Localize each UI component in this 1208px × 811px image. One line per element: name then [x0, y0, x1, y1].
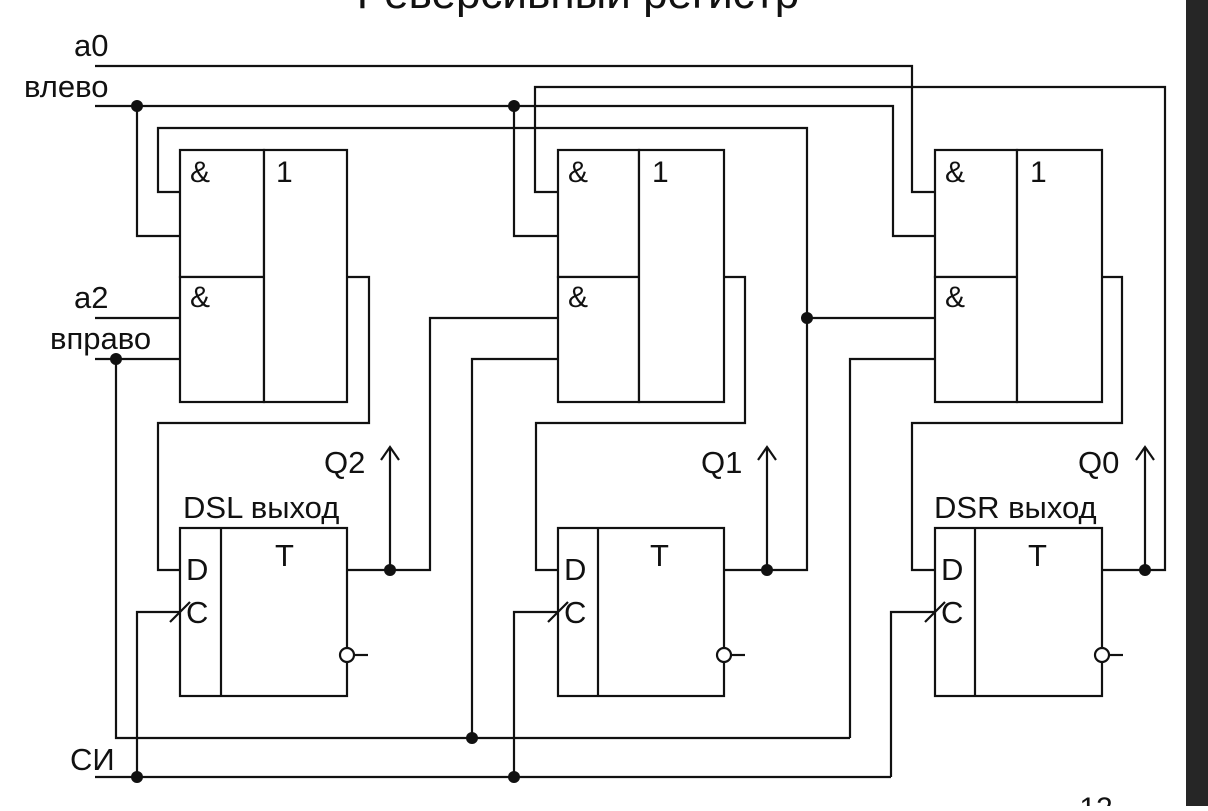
- clock-to-c-1: [512, 610, 558, 777]
- flipflop-1: [556, 526, 726, 698]
- q0-feedback-wire: [533, 85, 1167, 572]
- t-label: T: [1028, 538, 1047, 573]
- right-label: вправо: [50, 321, 151, 356]
- right-bus-to-and-bottom-1: [470, 357, 558, 738]
- clock-to-c-2: [135, 610, 180, 777]
- flipflop-0: [933, 526, 1104, 698]
- q2-arrow-head: [380, 445, 400, 461]
- q0-arrow-head: [1135, 445, 1155, 461]
- clock-label: СИ: [70, 742, 115, 777]
- bus-lines: [95, 64, 1167, 779]
- inverted-output: [338, 646, 356, 664]
- junction-dot: [508, 771, 520, 783]
- left-bus-to-and-top-2: [135, 106, 180, 238]
- clock-edge-mark: [547, 601, 569, 623]
- t-label: T: [650, 538, 669, 573]
- and-gate-bottom-0: [933, 275, 1019, 404]
- or-out-to-d-2: [156, 275, 371, 572]
- junction-dot: [508, 100, 520, 112]
- or-gate-1: [637, 148, 726, 404]
- right-vertical-bus: [114, 359, 850, 740]
- junction-dot: [1139, 564, 1151, 576]
- and-symbol: &: [190, 281, 210, 314]
- d-input-label: D: [941, 552, 963, 587]
- junction-dot: [131, 771, 143, 783]
- q1-feedback-wire: [156, 126, 809, 572]
- or-out-to-d-0: [910, 275, 1124, 572]
- and-gate-bottom-2: [178, 275, 266, 404]
- c-input-label: C: [564, 595, 586, 630]
- or-out-to-d-1: [534, 275, 747, 572]
- and-gate-top-2: [178, 148, 266, 279]
- clock-edge-mark: [169, 601, 191, 623]
- flipflop-2: [178, 526, 349, 698]
- and-symbol: &: [190, 156, 210, 189]
- side-bar: [1186, 0, 1208, 806]
- junction-dot: [761, 564, 773, 576]
- a0-wire: [95, 64, 935, 194]
- or-symbol: 1: [652, 156, 669, 189]
- left-bus: [95, 104, 935, 238]
- clock-to-c-0: [889, 610, 935, 777]
- junction-dot: [131, 100, 143, 112]
- d-input-label: D: [186, 552, 208, 587]
- left-bus-to-and-top-1: [512, 106, 558, 238]
- a2-label: a2: [74, 280, 108, 315]
- junction-dot: [384, 564, 396, 576]
- and-symbol: &: [568, 156, 588, 189]
- a0-label: a0: [74, 28, 108, 63]
- or-symbol: 1: [1030, 156, 1047, 189]
- or-symbol: 1: [276, 156, 293, 189]
- inverted-output: [715, 646, 733, 664]
- q2-label: Q2: [324, 445, 365, 480]
- page-number: 12: [1079, 792, 1112, 806]
- stage-0: & & 1 D C T Q0 DSR выход: [848, 148, 1155, 777]
- dsr-output-label: DSR выход: [934, 490, 1097, 525]
- dsl-output-label: DSL выход: [183, 490, 339, 525]
- junctions: [110, 100, 1151, 783]
- inverted-output: [1093, 646, 1111, 664]
- stage-1: & & 1 D C T Q1: [470, 106, 935, 777]
- junction-dot: [466, 732, 478, 744]
- q1-arrow-head: [757, 445, 777, 461]
- junction-dot: [110, 353, 122, 365]
- and-gate-bottom-1: [556, 275, 641, 404]
- and-symbol: &: [945, 156, 965, 189]
- t-label: T: [275, 538, 294, 573]
- clock-edge-mark: [924, 601, 946, 623]
- slide-title: Реверсивный регистр: [357, 0, 800, 18]
- or-gate-0: [1015, 148, 1104, 404]
- stage-2: & & 1 D C T Q2 DSL выход: [135, 106, 558, 777]
- d-input-label: D: [564, 552, 586, 587]
- c-input-label: C: [186, 595, 208, 630]
- left-label: влево: [24, 69, 108, 104]
- q0-label: Q0: [1078, 445, 1119, 480]
- q1-label: Q1: [701, 445, 742, 480]
- and-gate-top-1: [556, 148, 641, 279]
- and-symbol: &: [945, 281, 965, 314]
- right-bus-to-and-bottom-0: [848, 357, 935, 738]
- q2-out-wire: [347, 316, 558, 572]
- junction-dot: [801, 312, 813, 324]
- c-input-label: C: [941, 595, 963, 630]
- or-gate-2: [262, 148, 349, 404]
- and-gate-top-0: [933, 148, 1019, 279]
- and-symbol: &: [568, 281, 588, 314]
